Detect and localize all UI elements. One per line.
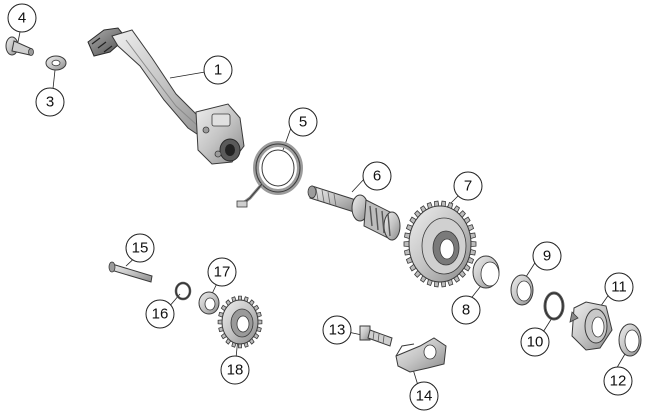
callout-11: 11 [604,272,634,302]
callout-8: 8 [451,295,481,325]
callout-9: 9 [532,241,562,271]
part-washer [45,55,67,71]
callout-18: 18 [220,355,250,385]
callout-18-text: 18 [227,362,244,379]
part-idler-gear-small [217,295,263,349]
callout-10-text: 10 [527,334,544,351]
part-small-circlip [174,281,192,301]
callout-16: 16 [145,299,175,329]
callout-14: 14 [409,381,439,411]
callout-3: 3 [35,87,65,117]
part-guide-bolt [359,325,393,347]
part-circlip [543,291,565,321]
part-ratchet [569,301,613,351]
part-kickstart-shaft [307,185,401,241]
callout-12: 12 [603,366,633,396]
callout-13: 13 [322,315,352,345]
part-guide-plate [395,337,447,373]
callout-14-text: 14 [416,388,433,405]
callout-5-text: 5 [299,114,307,131]
callout-3-text: 3 [46,94,54,111]
callout-4: 4 [7,3,37,33]
part-bolt [5,36,34,56]
callout-labels: 1 3 4 5 6 7 8 9 10 11 12 13 14 15 16 17 … [7,3,634,411]
callout-16-text: 16 [152,306,169,323]
callout-1-text: 1 [214,62,222,79]
callout-15-text: 15 [132,240,149,257]
part-pin [108,261,153,283]
callout-5: 5 [288,107,318,137]
callout-11-text: 11 [611,279,627,296]
part-spring [236,141,303,208]
callout-7-text: 7 [464,178,472,195]
callout-17-text: 17 [214,264,231,281]
part-thrust-washer [510,274,534,306]
callout-13-text: 13 [329,322,346,339]
part-idler-gear-large [403,200,477,288]
callout-10: 10 [520,327,550,357]
callout-15: 15 [125,233,155,263]
callout-6: 6 [362,161,392,191]
callout-8-text: 8 [462,302,470,319]
part-bushing [472,255,500,289]
part-kickstart-lever [87,27,245,165]
callout-9-text: 9 [543,248,551,265]
callout-17: 17 [207,257,237,287]
callout-12-text: 12 [610,373,627,390]
callout-7: 7 [453,171,483,201]
part-small-washer [198,291,220,315]
callout-1: 1 [203,55,233,85]
part-spacer-ring [618,323,642,357]
callout-6-text: 6 [373,168,381,185]
callout-4-text: 4 [18,10,26,27]
